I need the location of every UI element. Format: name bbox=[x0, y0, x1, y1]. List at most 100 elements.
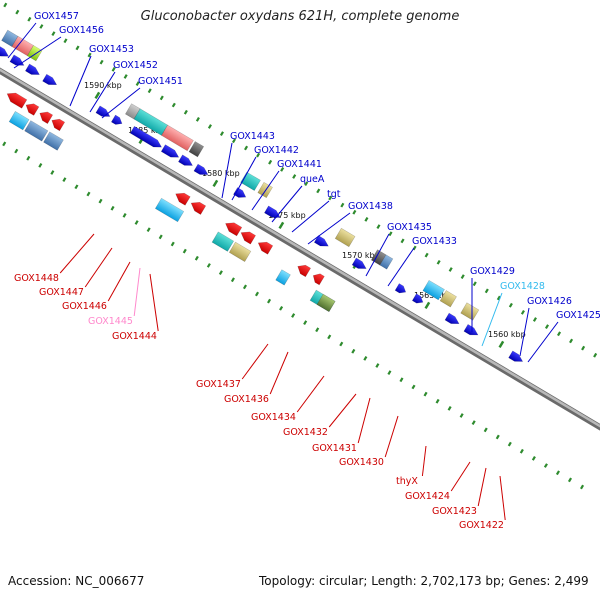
leader-line bbox=[69, 55, 92, 107]
leader-line bbox=[271, 185, 303, 223]
gene-arrow-forward bbox=[411, 293, 424, 304]
leader-line bbox=[450, 461, 471, 492]
gene-label-gox1423: GOX1423 bbox=[432, 506, 477, 517]
gene-label-gox1428: GOX1428 bbox=[500, 281, 545, 292]
leader-line bbox=[296, 375, 325, 413]
gene-label-gox1456: GOX1456 bbox=[59, 25, 104, 36]
gene-arrow-reverse bbox=[240, 231, 256, 245]
gene-arrow-forward bbox=[508, 350, 524, 362]
tick-label: 1580 kbp bbox=[202, 169, 240, 178]
leader-line bbox=[365, 233, 390, 277]
gene-arrow-forward bbox=[42, 73, 58, 86]
gene-label-gox1448: GOX1448 bbox=[14, 273, 59, 284]
gene-label-gox1457: GOX1457 bbox=[34, 11, 79, 22]
gene-arrow-reverse bbox=[6, 92, 28, 109]
leader-line bbox=[221, 142, 233, 199]
tick-label: 1585 kbp bbox=[128, 126, 166, 135]
tick-row-top bbox=[3, 2, 598, 358]
gene-label-gox1426: GOX1426 bbox=[527, 296, 572, 307]
gene-label-gox1444: GOX1444 bbox=[112, 331, 157, 342]
gene-arrow-reverse bbox=[25, 103, 40, 116]
gene-features bbox=[0, 29, 524, 362]
gene-label-gox1432: GOX1432 bbox=[283, 427, 328, 438]
scale-tick bbox=[94, 91, 101, 100]
leader-line bbox=[357, 397, 371, 444]
leader-line bbox=[133, 267, 141, 317]
gene-block-forward bbox=[422, 279, 445, 301]
gene-label-gox1437: GOX1437 bbox=[196, 379, 241, 390]
gene-arrow-reverse bbox=[257, 241, 274, 255]
gene-block-forward bbox=[188, 141, 205, 158]
gene-label-thyx: thyX bbox=[396, 476, 418, 487]
leader-line bbox=[89, 71, 116, 113]
gene-arrow-forward bbox=[111, 114, 123, 125]
gene-label-gox1453: GOX1453 bbox=[89, 44, 134, 55]
gene-block-reverse bbox=[154, 197, 185, 223]
gene-arrow-reverse bbox=[225, 222, 243, 237]
gene-block-reverse bbox=[43, 131, 64, 151]
gene-label-gox1429: GOX1429 bbox=[470, 266, 515, 277]
gene-arrow-reverse bbox=[312, 273, 325, 286]
gene-arrow-reverse bbox=[175, 192, 191, 206]
leader-line bbox=[499, 475, 506, 521]
gene-block-reverse bbox=[24, 120, 49, 142]
gene-arrow-reverse bbox=[297, 264, 311, 278]
leader-line bbox=[328, 393, 357, 428]
gene-arrow-reverse bbox=[39, 111, 54, 124]
gene-arrow-forward bbox=[394, 283, 407, 294]
leader-line bbox=[84, 247, 113, 288]
gene-label-gox1422: GOX1422 bbox=[459, 520, 504, 531]
leader-line bbox=[101, 87, 141, 119]
gene-block-forward bbox=[334, 227, 356, 248]
leader-line bbox=[527, 321, 559, 363]
leader-line bbox=[307, 212, 351, 245]
leader-line bbox=[421, 445, 427, 477]
leader-line bbox=[241, 343, 269, 380]
gene-arrow-reverse bbox=[190, 202, 207, 215]
leader-line bbox=[291, 200, 330, 233]
gene-label-gox1447: GOX1447 bbox=[39, 287, 84, 298]
leader-line bbox=[519, 307, 530, 357]
gene-block-forward bbox=[460, 302, 480, 321]
gene-block-reverse bbox=[275, 269, 291, 286]
gene-arrow-forward bbox=[463, 324, 479, 336]
gene-block-reverse bbox=[228, 241, 252, 262]
map-title: Gluconobacter oxydans 621H, complete gen… bbox=[140, 9, 460, 24]
leader-line bbox=[384, 415, 399, 458]
gene-arrow-forward bbox=[178, 154, 193, 166]
gene-arrow-forward bbox=[313, 235, 329, 247]
scale-tick bbox=[278, 221, 285, 230]
leader-line bbox=[107, 261, 131, 302]
gene-label-gox1445: GOX1445 bbox=[88, 316, 133, 327]
tick-label: 1570 kbp bbox=[342, 251, 380, 260]
gene-label-gox1431: GOX1431 bbox=[312, 443, 357, 454]
leader-line bbox=[477, 467, 487, 507]
gene-block-forward bbox=[240, 171, 261, 191]
topology-label: Topology: circular; Length: 2,702,173 bp… bbox=[259, 574, 589, 588]
leader-line bbox=[59, 233, 95, 274]
gene-label-gox1451: GOX1451 bbox=[138, 76, 183, 87]
gene-block-reverse bbox=[211, 231, 235, 252]
gene-arrow-forward bbox=[351, 257, 367, 269]
gene-label-gox1446: GOX1446 bbox=[62, 301, 107, 312]
gene-label-gox1442: GOX1442 bbox=[254, 145, 299, 156]
gene-label-gox1438: GOX1438 bbox=[348, 201, 393, 212]
gene-arrow-forward bbox=[9, 54, 25, 66]
leader-line bbox=[149, 273, 159, 332]
scale-tick bbox=[212, 179, 219, 188]
gene-arrow-forward bbox=[0, 43, 9, 57]
gene-label-gox1424: GOX1424 bbox=[405, 491, 450, 502]
gene-arrow-forward bbox=[193, 163, 209, 175]
leader-line bbox=[7, 22, 37, 59]
gene-label-gox1441: GOX1441 bbox=[277, 159, 322, 170]
tick-row-bottom bbox=[2, 141, 585, 490]
gene-label-quea: queA bbox=[300, 174, 325, 185]
tick-label: 1575 kbp bbox=[268, 211, 306, 220]
gene-label-gox1435: GOX1435 bbox=[387, 222, 432, 233]
gene-label-gox1436: GOX1436 bbox=[224, 394, 269, 405]
gene-arrow-forward bbox=[25, 63, 40, 75]
leader-line bbox=[387, 247, 415, 287]
leader-line bbox=[13, 36, 62, 69]
